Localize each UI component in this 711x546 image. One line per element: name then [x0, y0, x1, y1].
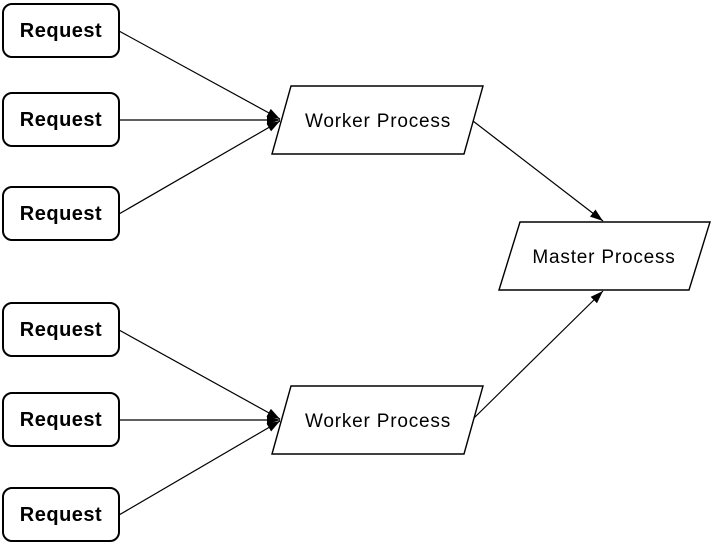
request-label: Request — [20, 203, 102, 225]
worker-process-shape — [271, 385, 484, 455]
connector-worker2-master — [472, 290, 604, 420]
request-box — [2, 302, 120, 357]
request-label: Request — [20, 504, 102, 526]
request-node: Request — [2, 3, 120, 58]
worker-process-shape — [271, 85, 484, 155]
master-process-label: Master Process — [532, 247, 675, 268]
worker-process-label: Worker Process — [305, 111, 451, 132]
request-box — [2, 392, 120, 447]
connector-request6-worker2 — [118, 420, 281, 516]
request-node: Request — [2, 186, 120, 241]
request-box — [2, 487, 120, 542]
request-box — [2, 3, 120, 58]
request-box — [2, 186, 120, 241]
connector-worker1-master — [472, 120, 604, 222]
connector-request3-worker1 — [118, 120, 281, 215]
worker-process-label: Worker Process — [305, 411, 451, 432]
connector-request1-worker1 — [118, 30, 281, 120]
master-process-node: Master Process — [498, 221, 711, 291]
request-box — [2, 92, 120, 147]
request-node: Request — [2, 487, 120, 542]
request-node: Request — [2, 302, 120, 357]
request-node: Request — [2, 392, 120, 447]
master-process-shape — [498, 221, 711, 291]
request-label: Request — [20, 319, 102, 341]
worker-process-node: Worker Process — [271, 385, 484, 455]
request-label: Request — [20, 409, 102, 431]
edges-layer — [118, 30, 604, 516]
request-label: Request — [20, 20, 102, 42]
request-label: Request — [20, 109, 102, 131]
worker-process-node: Worker Process — [271, 85, 484, 155]
request-node: Request — [2, 92, 120, 147]
connector-request4-worker2 — [118, 329, 281, 420]
